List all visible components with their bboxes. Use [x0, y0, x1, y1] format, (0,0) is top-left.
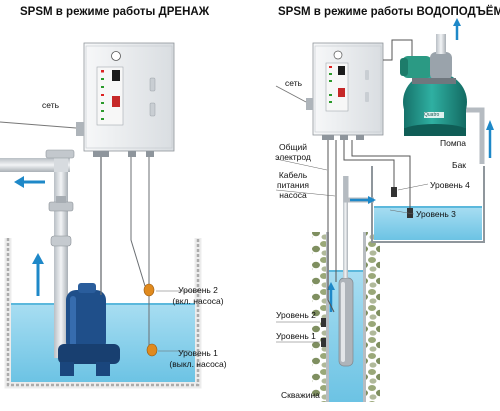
pump-brand-label: Quatro: [424, 112, 440, 118]
drainage-pump: [58, 283, 120, 376]
level2-cable: [130, 157, 146, 287]
level1-label-line1: Уровень 1: [178, 348, 218, 358]
waterlift-network-label: сеть: [285, 78, 303, 88]
waterlift-title: SPSM в режиме работы ВОДОПОДЪЁМ: [278, 6, 500, 18]
drainage-diagram: [0, 42, 202, 389]
control-box-drainage: [76, 42, 175, 157]
level2-label-line1: Уровень 2: [178, 285, 218, 295]
surface-pump: [400, 34, 467, 136]
drainage-network-label: сеть: [42, 100, 60, 110]
well-stones-right: [366, 232, 380, 402]
control-box-waterlift: [306, 42, 384, 140]
storage-tank: [371, 166, 485, 243]
drainage-title: SPSM в режиме работы ДРЕНАЖ: [20, 6, 210, 18]
common-electrode-label-line1: Общий: [279, 142, 307, 152]
mains-cable: [0, 121, 77, 129]
level4-label: Уровень 4: [430, 180, 470, 190]
level3-electrode-icon: [407, 208, 413, 218]
float-level1-icon: [146, 343, 158, 357]
well-stones-left: [312, 232, 326, 402]
waterlift-diagram: [275, 18, 494, 402]
float-level2-icon: [143, 283, 155, 297]
well-label: Скважина: [281, 390, 320, 400]
riser-pipe: [343, 176, 348, 278]
level2-electrode-icon: [321, 318, 326, 327]
common-electrode-cable: [327, 140, 335, 313]
level1-label-line2: (выкл. насоса): [169, 359, 227, 369]
level1-electrode-icon: [321, 338, 326, 347]
pump-cable-label-line1: Кабель: [278, 170, 308, 180]
valve-icon: [48, 201, 74, 212]
pump-label: Помпа: [440, 138, 467, 148]
pump-cable-label-line2: питания: [277, 180, 309, 190]
level2-label-line2: (вкл. насоса): [172, 296, 224, 306]
level3-label: Уровень 3: [416, 209, 456, 219]
well-level2-label: Уровень 2: [276, 310, 316, 320]
tank-label: Бак: [452, 160, 467, 170]
pump-cable-label-line3: насоса: [279, 190, 307, 200]
level4-electrode-icon: [391, 187, 397, 197]
tank-water: [374, 206, 482, 240]
surface-pump-cable: [383, 39, 413, 61]
common-electrode-label-line2: электрод: [275, 152, 311, 162]
discharge-pipe: [0, 158, 70, 172]
well-level1-label: Уровень 1: [276, 331, 316, 341]
pit-walls: [6, 238, 200, 387]
